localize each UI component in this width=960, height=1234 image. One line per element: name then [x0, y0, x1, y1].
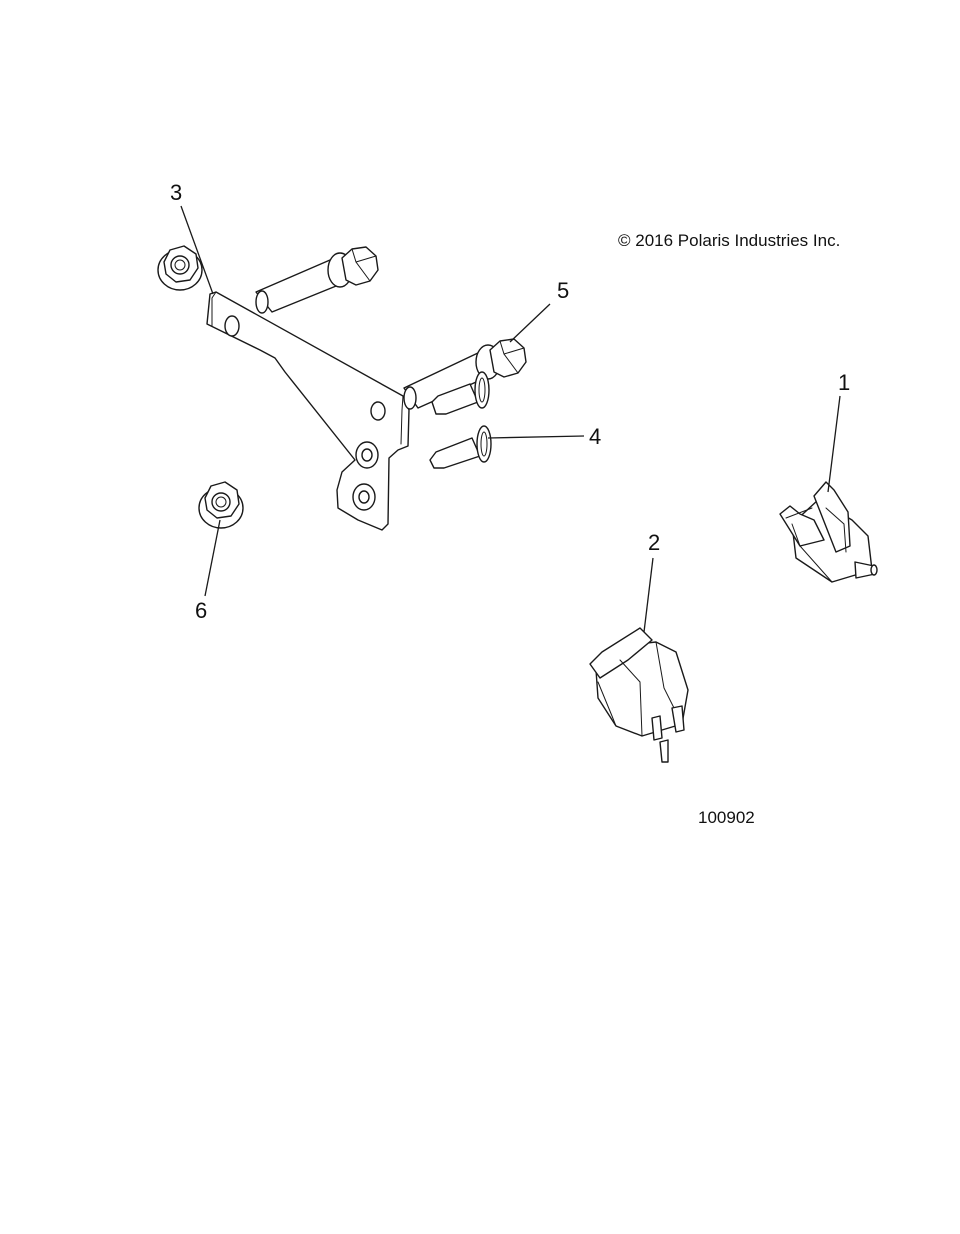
copyright-text: © 2016 Polaris Industries Inc. [618, 231, 840, 250]
part-4-rivet-lower [429, 425, 492, 469]
part-1-switch [779, 481, 878, 583]
leader-6 [204, 519, 221, 597]
part-3-bracket [206, 291, 410, 531]
callout-6: 6 [195, 598, 207, 623]
callout-5: 5 [557, 278, 569, 303]
part-4-rivet-upper [431, 371, 490, 415]
callout-3: 3 [170, 180, 182, 205]
leader-1 [827, 395, 841, 493]
leader-4 [487, 435, 585, 439]
leader-2 [643, 557, 654, 633]
part-2-switch [589, 627, 689, 763]
flange-nut-upper [157, 245, 203, 291]
bolt-upper [255, 246, 379, 314]
part-5-bolt [403, 338, 527, 410]
leader-3 [180, 205, 214, 295]
callout-2: 2 [648, 530, 660, 555]
callout-4: 4 [589, 424, 601, 449]
figure-number: 100902 [698, 808, 755, 827]
callout-1: 1 [838, 370, 850, 395]
leader-5 [509, 303, 551, 343]
part-6-flange-nut [198, 481, 244, 529]
